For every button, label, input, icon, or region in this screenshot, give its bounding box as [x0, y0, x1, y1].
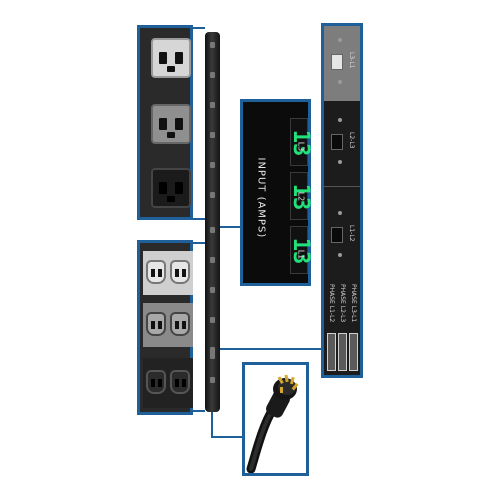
- phase-label-l3-l1: PHASE L3-L1: [350, 284, 357, 323]
- connector-line: [193, 242, 205, 244]
- c13-outlet-panel: [137, 240, 193, 415]
- c19-outlet-light: [151, 38, 191, 78]
- connector-line: [193, 27, 205, 29]
- phase-indicator-l3-l1: [349, 333, 358, 371]
- screw: [338, 160, 342, 164]
- connector-line: [220, 226, 240, 228]
- c13-outlet: [146, 312, 166, 336]
- c13-outlet-row-light: [143, 251, 193, 295]
- screw: [338, 38, 342, 42]
- strip-port: [210, 257, 215, 263]
- strip-port: [210, 192, 215, 198]
- connector-line: [193, 410, 205, 412]
- strip-port: [210, 287, 215, 293]
- c13-outlet: [146, 370, 166, 394]
- screw: [338, 211, 342, 215]
- connector-line: [193, 218, 205, 220]
- strip-port: [210, 377, 215, 383]
- connector-line: [220, 348, 321, 350]
- c19-outlet-mid: [151, 104, 191, 144]
- strip-port: [210, 132, 215, 138]
- breaker-label: L1-L2: [348, 225, 355, 242]
- c13-outlet: [146, 260, 166, 284]
- line-label-l2: L2: [296, 191, 306, 202]
- c13-outlet-row-mid: [143, 303, 193, 347]
- phase-indicator-l2-l3: [338, 333, 347, 371]
- screw: [338, 118, 342, 122]
- input-plug-panel: [242, 362, 309, 476]
- pdu-strip: [205, 32, 220, 412]
- breaker-divider: [324, 186, 360, 187]
- phase-label-l2-l3: PHASE L2-L3: [339, 284, 346, 323]
- line-label-l3: L3: [296, 141, 306, 152]
- c13-outlet: [170, 370, 190, 394]
- plug-icon: [246, 374, 299, 473]
- phase-label-l1-l2: PHASE L1-L2: [328, 284, 335, 323]
- breaker-l3-l1: L3-L1: [328, 36, 356, 88]
- strip-port: [210, 227, 215, 233]
- connector-line: [211, 412, 213, 438]
- strip-port: [210, 162, 215, 168]
- breaker-switch: [331, 227, 343, 243]
- strip-port: [210, 42, 215, 48]
- input-amps-display: INPUT (AMPS) 13 13 13 L3 L2 L1: [240, 99, 313, 286]
- c13-outlet-row-dark: [143, 358, 193, 408]
- strip-port: [210, 317, 215, 323]
- screw: [338, 80, 342, 84]
- line-label-l1: L1: [296, 249, 306, 260]
- breaker-l1-l2: L1-L2: [328, 209, 356, 261]
- digit-box-l2: 13: [288, 172, 313, 220]
- strip-port: [210, 347, 215, 359]
- strip-port: [210, 72, 215, 78]
- breaker-label: L3-L1: [348, 52, 355, 69]
- phase-indicator-l1-l2: [327, 333, 336, 371]
- display-title: INPUT (AMPS): [255, 157, 267, 239]
- c19-outlet-dark: [151, 168, 191, 208]
- breaker-panel: L3-L1 L2-L3 L1-L2 PHASE L1-L2 PHASE L2-L…: [321, 23, 363, 378]
- breaker-label: L2-L3: [348, 132, 355, 149]
- breaker-switch: [331, 134, 343, 150]
- breaker-l2-l3: L2-L3: [328, 116, 356, 168]
- digit-box-l1: 13: [288, 226, 313, 274]
- c13-outlet: [170, 312, 190, 336]
- c19-outlet-panel: [137, 25, 193, 220]
- breaker-switch: [331, 54, 343, 70]
- screw: [338, 253, 342, 257]
- c13-outlet: [170, 260, 190, 284]
- strip-port: [210, 102, 215, 108]
- connector-line: [211, 436, 242, 438]
- digit-box-l3: 13: [288, 118, 313, 166]
